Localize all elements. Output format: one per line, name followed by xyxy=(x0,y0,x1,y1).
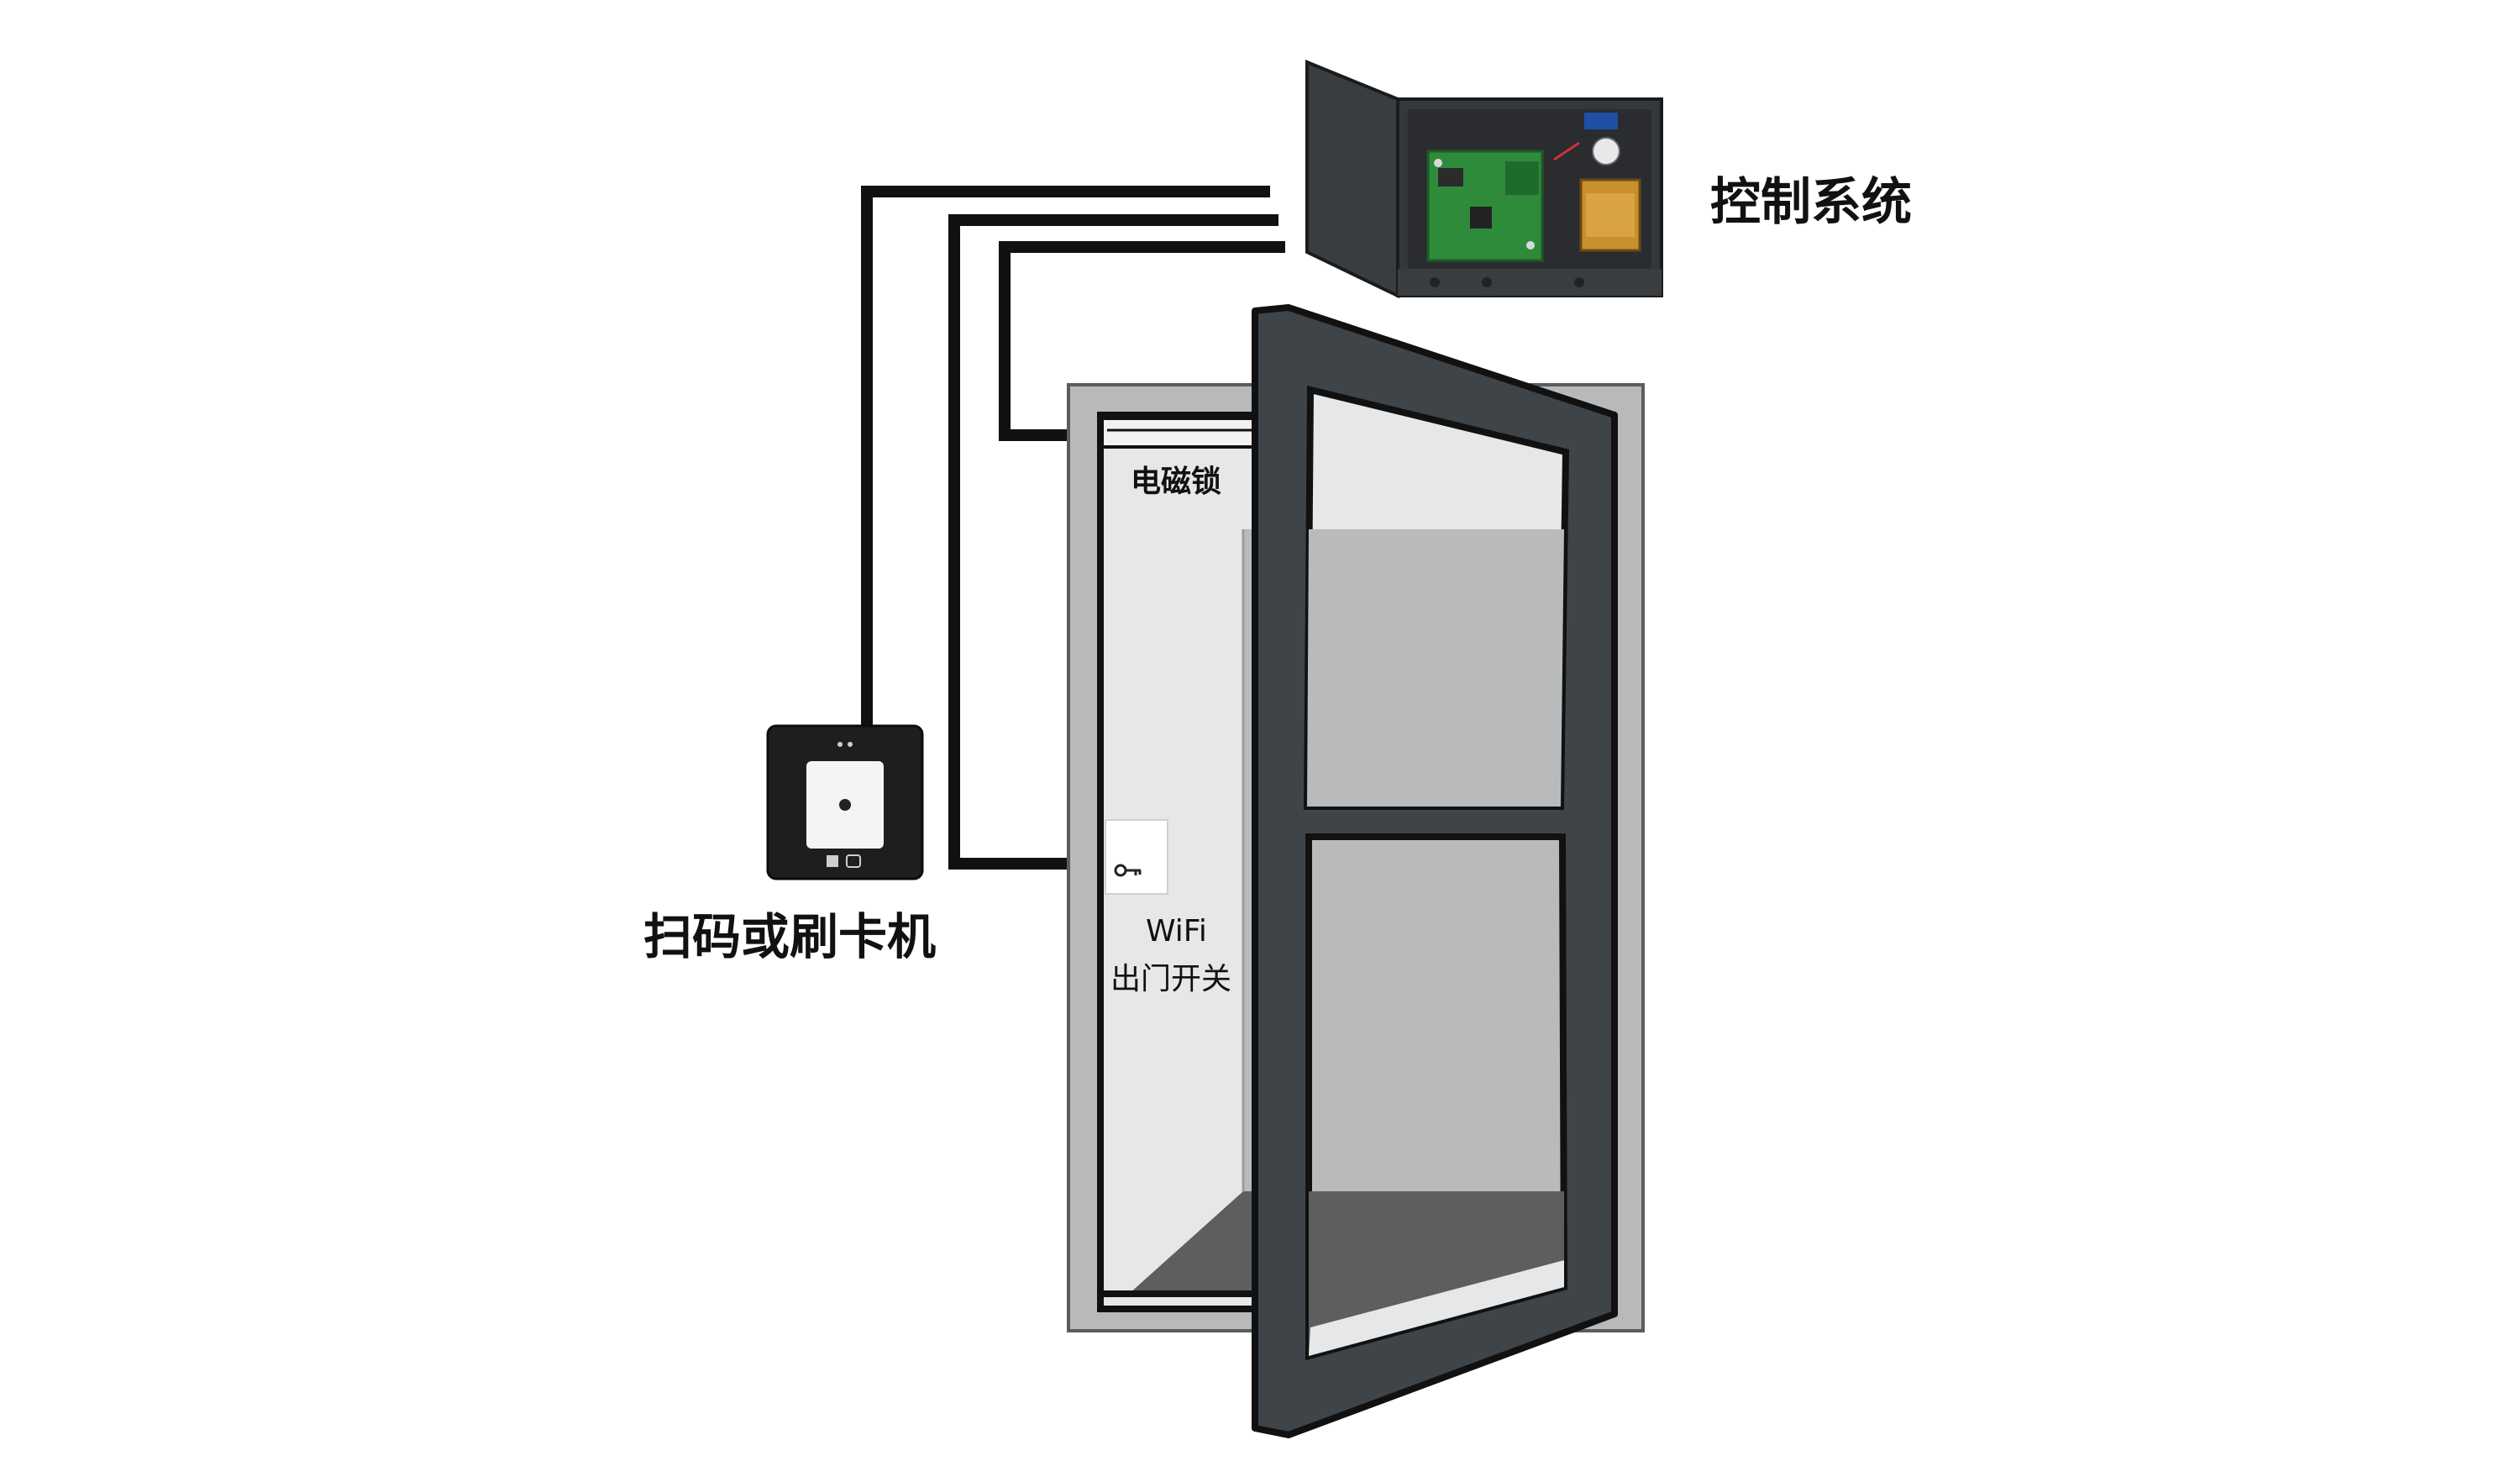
wifi-label: WiFi xyxy=(1146,914,1207,949)
card-reader xyxy=(766,724,924,880)
control-system-label: 控制系统 xyxy=(1710,173,1912,232)
magnetic-lock-bar xyxy=(1100,417,1262,449)
key-icon xyxy=(1114,864,1142,877)
reader-label: 扫码或刷卡机 xyxy=(643,908,937,965)
scanner-lens-icon xyxy=(839,799,851,811)
door-leaf xyxy=(1252,304,1618,1438)
wires xyxy=(861,186,1285,870)
control-cabinet xyxy=(1305,60,1663,299)
cabinet-lid xyxy=(1305,60,1399,299)
nfc-icon xyxy=(846,854,861,868)
magnetic-lock-label: 电磁锁 xyxy=(1131,465,1222,499)
exit-switch-label: 出门开关 xyxy=(1110,962,1232,996)
wire-to-magnetic-lock xyxy=(999,241,1285,441)
wire-to-exit-switch xyxy=(948,214,1278,870)
exit-switch-panel xyxy=(1105,819,1168,895)
wire-to-reader xyxy=(861,186,1270,731)
qr-code-icon xyxy=(827,855,838,867)
